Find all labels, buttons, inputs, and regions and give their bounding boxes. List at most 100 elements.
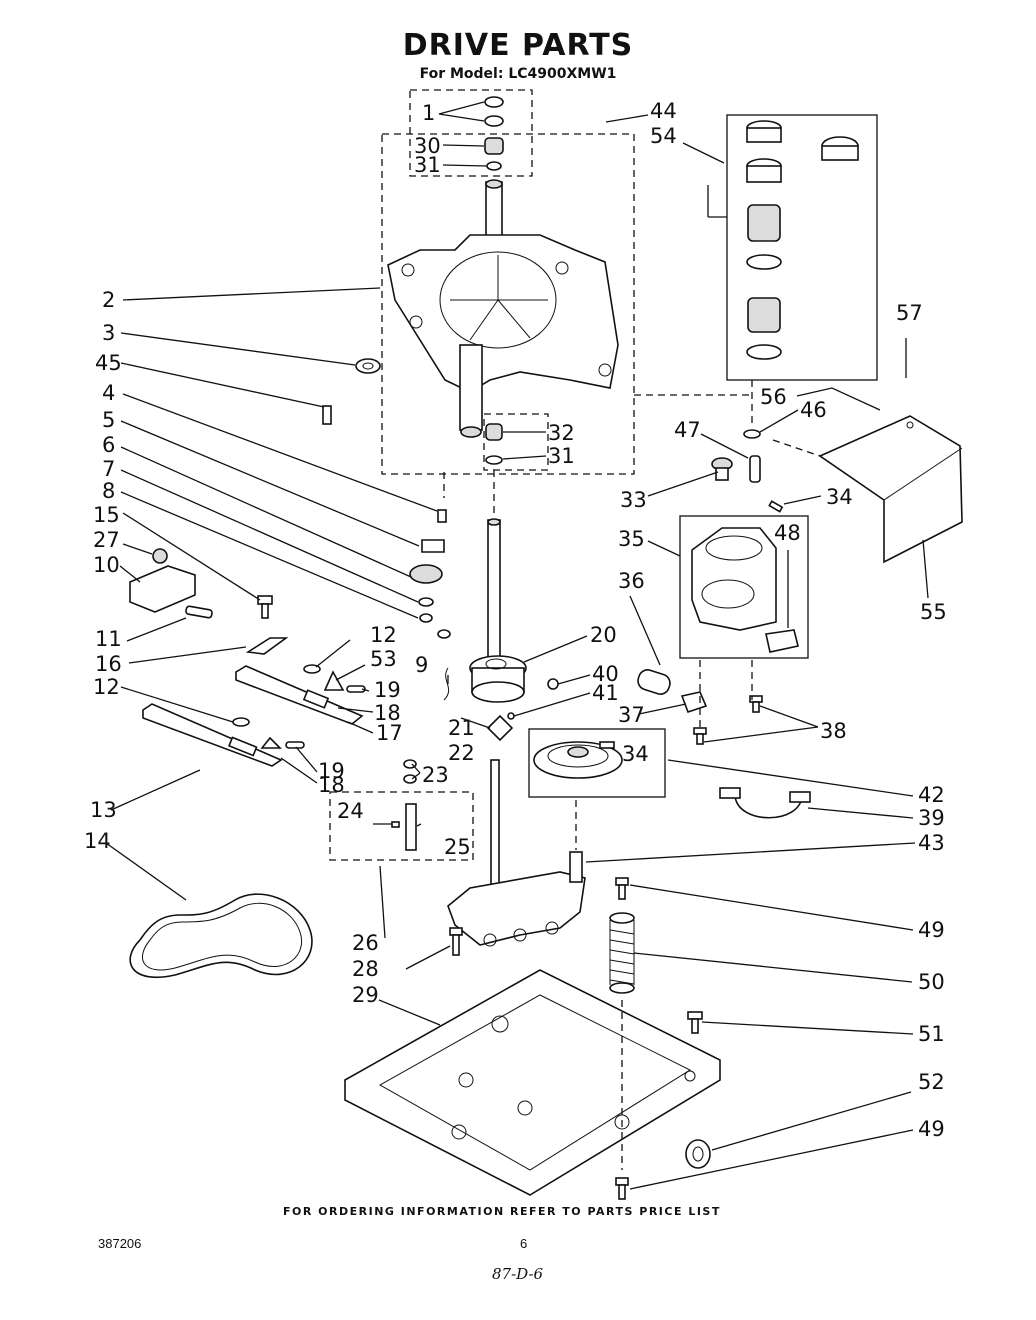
callout-56: 56 (760, 385, 787, 409)
part-cover-55 (818, 415, 963, 564)
transmission-group-box (381, 133, 635, 475)
callout-22: 22 (448, 741, 475, 765)
callout-42: 42 (918, 783, 945, 807)
part-belt-14 (129, 893, 313, 979)
ordering-note: FOR ORDERING INFORMATION REFER TO PARTS … (283, 1205, 721, 1218)
part-screws-49-51 (615, 877, 703, 1200)
callout-55: 55 (920, 600, 947, 624)
callout-38: 38 (820, 719, 847, 743)
callout-28: 28 (352, 957, 379, 981)
part-bracket-10 (129, 548, 213, 619)
callout-8: 8 (102, 479, 115, 503)
model-line: For Model: LC4900XMW1 (419, 66, 617, 82)
callout-14: 14 (84, 829, 111, 853)
callout-17: 17 (376, 721, 403, 745)
part-bearings-32-31 (485, 423, 503, 465)
part-gearcase-43 (447, 759, 586, 947)
callout-21: 21 (448, 716, 475, 740)
part-top-bearings (484, 96, 504, 171)
callout-44: 44 (650, 99, 677, 123)
callout-12: 12 (93, 675, 120, 699)
group-boxes (329, 89, 878, 861)
part-small-parts-12-53-19-18 (232, 664, 366, 749)
callout-29: 29 (352, 983, 379, 1007)
callout-31: 31 (414, 153, 441, 177)
callout-27: 27 (93, 528, 120, 552)
part-clutch-20 (469, 655, 527, 703)
handwritten-note: 87-D-6 (492, 1265, 544, 1283)
part-screw-28 (449, 927, 463, 956)
callout-25: 25 (444, 835, 471, 859)
kit-54-box (726, 114, 878, 381)
part-lever-13 (142, 703, 283, 767)
callout-19: 19 (374, 678, 401, 702)
part-caster-52 (685, 1139, 711, 1169)
callout-43: 43 (918, 831, 945, 855)
callout-57: 57 (896, 301, 923, 325)
callout-18: 18 (374, 701, 401, 725)
callout-48: 48 (774, 521, 801, 545)
motor-box (679, 515, 809, 659)
part-screw-15 (257, 595, 273, 619)
callout-47: 47 (674, 418, 701, 442)
callout-49: 49 (918, 1117, 945, 1141)
callout-36: 36 (618, 569, 645, 593)
callout-34: 34 (622, 742, 649, 766)
callout-10: 10 (93, 553, 120, 577)
callout-54: 54 (650, 124, 677, 148)
part-motor-35 (691, 527, 799, 653)
callout-32: 32 (548, 421, 575, 445)
part-transmission-frame (387, 234, 619, 438)
callout-3: 3 (102, 321, 115, 345)
callout-40: 40 (592, 662, 619, 686)
leader-lines (105, 101, 929, 1190)
callout-11: 11 (95, 627, 122, 651)
callout-6: 6 (102, 433, 115, 457)
part-base-29 (344, 969, 721, 1196)
pin-box (329, 791, 474, 861)
callout-23: 23 (422, 763, 449, 787)
callout-16: 16 (95, 652, 122, 676)
callout-34: 34 (826, 485, 853, 509)
part-spring-16 (245, 637, 289, 655)
callout-39: 39 (918, 806, 945, 830)
callout-30: 30 (414, 134, 441, 158)
callout-24: 24 (337, 799, 364, 823)
callout-4: 4 (102, 381, 115, 405)
callout-51: 51 (918, 1022, 945, 1046)
part-washer-3 (355, 358, 381, 374)
page-number: 6 (520, 1236, 528, 1251)
part-lower-shaft (487, 518, 501, 661)
part-coupling-22 (486, 678, 559, 742)
part-pin-45 (322, 405, 332, 425)
callout-5: 5 (102, 408, 115, 432)
callout-49: 49 (918, 918, 945, 942)
callout-37: 37 (618, 703, 645, 727)
callout-33: 33 (620, 488, 647, 512)
part-pin-24-25 (391, 759, 417, 851)
pulley-box (528, 728, 666, 798)
part-harness-39 (719, 787, 811, 819)
callout-46: 46 (800, 398, 827, 422)
callout-35: 35 (618, 527, 645, 551)
part-spring-50 (609, 912, 635, 994)
callout-31: 31 (548, 444, 575, 468)
callout-12: 12 (370, 623, 397, 647)
callout-19: 19 (318, 759, 345, 783)
callout-26: 26 (352, 931, 379, 955)
top-bearing-box (409, 89, 533, 177)
callout-53: 53 (370, 647, 397, 671)
part-pulley-42 (533, 741, 623, 779)
part-kit-54-items (746, 120, 859, 360)
part-capacitor-36-37 (637, 669, 763, 745)
part-motor-top-33-47 (711, 429, 784, 513)
callout-9: 9 (415, 653, 428, 677)
callout-7: 7 (102, 457, 115, 481)
callout-2: 2 (102, 288, 115, 312)
callout-20: 20 (590, 623, 617, 647)
document-number: 387206 (98, 1236, 142, 1251)
callout-45: 45 (95, 351, 122, 375)
callout-50: 50 (918, 970, 945, 994)
callout-1: 1 (422, 101, 435, 125)
